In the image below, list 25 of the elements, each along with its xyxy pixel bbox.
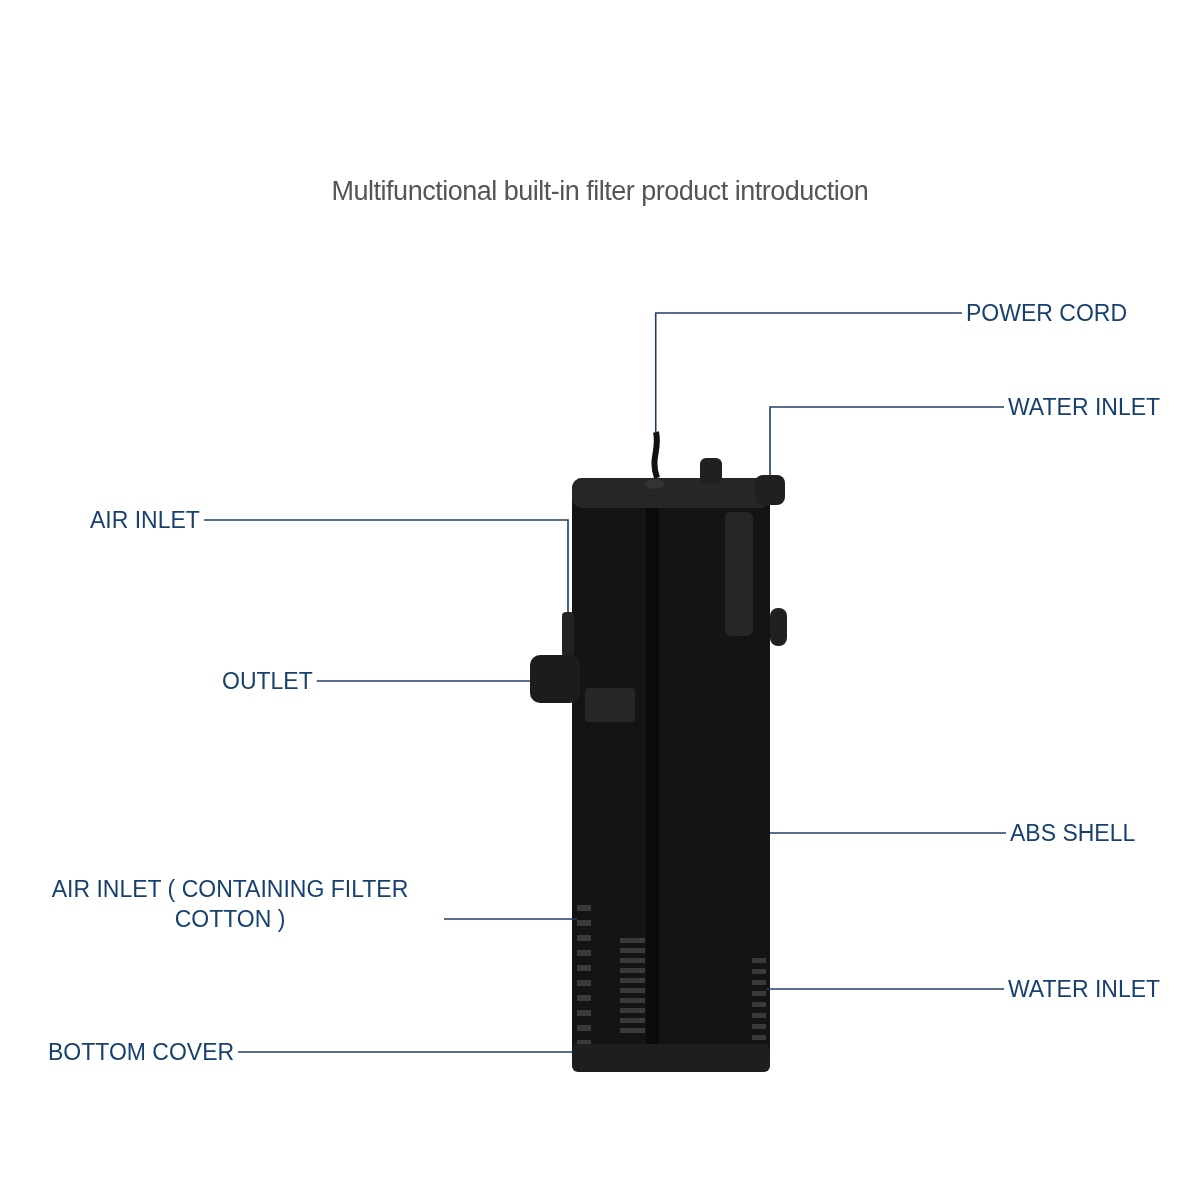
- callout-label: OUTLET: [222, 666, 313, 696]
- inlet-nozzle: [755, 475, 785, 505]
- leader-line: [203, 519, 569, 613]
- leader-line: [769, 832, 1007, 834]
- title: Multifunctional built-in filter product introduction: [330, 176, 870, 207]
- filter-housing: [572, 478, 770, 1072]
- outlet-nozzle: [530, 655, 580, 703]
- intake-grille: [577, 905, 645, 1046]
- leader-line: [654, 312, 963, 433]
- power-cord: [651, 431, 660, 479]
- leader-line: [769, 406, 1005, 476]
- callout-label: WATER INLET: [1008, 974, 1161, 1004]
- callout-label: ABS SHELL: [1010, 818, 1136, 848]
- callout-label: AIR INLET: [90, 505, 200, 535]
- air-nozzle: [562, 612, 574, 657]
- leader-line: [315, 680, 531, 682]
- leader-line: [237, 1051, 573, 1053]
- callout-label: WATER INLET: [1008, 392, 1161, 422]
- callout-label: BOTTOM COVER: [48, 1037, 235, 1067]
- intake-grille: [752, 958, 766, 1040]
- callout-label: AIR INLET ( CONTAINING FILTER COTTON ): [20, 874, 440, 934]
- bottom-cover: [572, 1044, 770, 1072]
- callout-label: POWER CORD: [966, 298, 1127, 328]
- leader-line: [765, 988, 1005, 990]
- leader-line: [443, 918, 578, 920]
